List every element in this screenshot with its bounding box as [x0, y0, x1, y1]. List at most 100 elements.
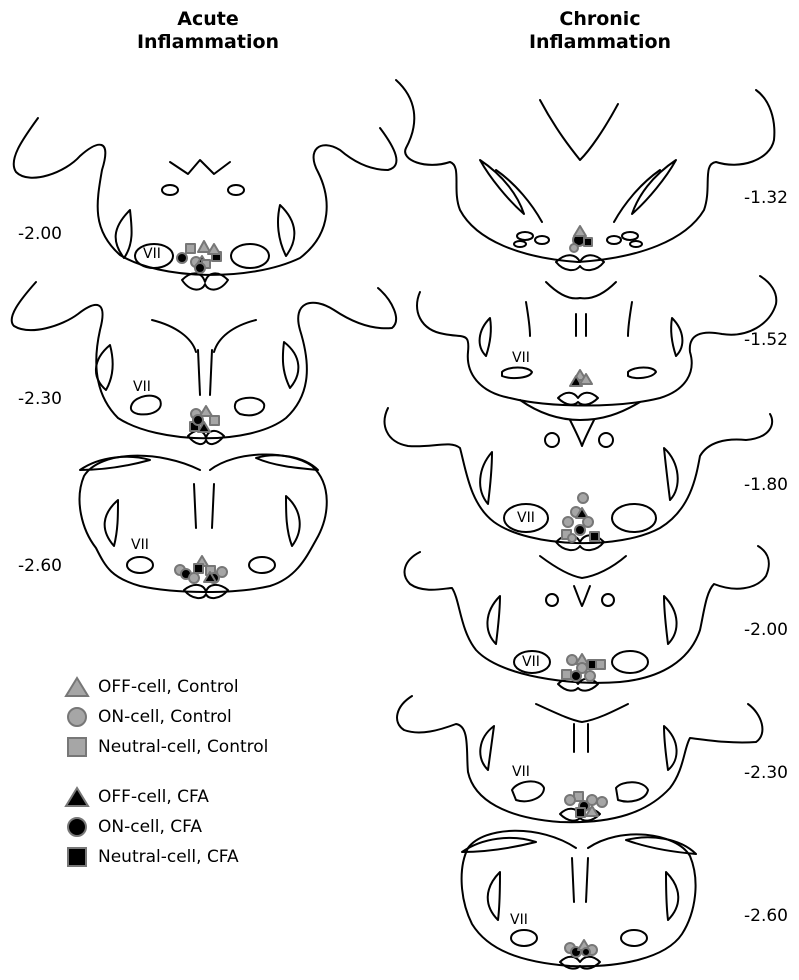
marker-on-control	[578, 493, 588, 503]
section-feature	[546, 594, 558, 606]
section-feature	[480, 452, 492, 504]
level-label-chronic: -2.60	[744, 906, 788, 926]
marker-neutral-control	[210, 416, 219, 425]
marker-off-control	[208, 244, 220, 254]
square-icon	[64, 735, 90, 759]
section-feature	[602, 594, 614, 606]
marker-neutral-cfa	[576, 808, 585, 817]
legend-label: OFF-cell, Control	[98, 672, 239, 702]
section-feature	[194, 484, 214, 528]
marker-off-control	[574, 226, 586, 236]
section-feature	[488, 872, 500, 920]
section-feature	[545, 433, 559, 447]
marker-on-control	[565, 795, 575, 805]
section-feature	[286, 496, 300, 546]
marker-neutral-control	[596, 660, 605, 669]
nucleus-vii	[616, 782, 648, 801]
nucleus-vii	[628, 368, 656, 379]
marker-on-control	[585, 671, 595, 681]
section-feature	[574, 724, 588, 752]
legend-label: ON-cell, CFA	[98, 812, 202, 842]
triangle-icon	[64, 785, 90, 809]
marker-on-cfa	[193, 415, 203, 425]
legend-label: Neutral-cell, Control	[98, 732, 268, 762]
section-feature	[572, 858, 588, 902]
section-outline	[462, 831, 696, 967]
section-feature	[576, 314, 586, 336]
legend-label: OFF-cell, CFA	[98, 782, 209, 812]
vii-label: VII	[517, 510, 535, 526]
marker-on-control	[583, 517, 593, 527]
section-feature	[514, 241, 526, 247]
section-acute-260	[80, 454, 327, 598]
circle-icon	[64, 705, 90, 729]
section-feature	[283, 342, 298, 388]
nucleus-vii	[131, 396, 161, 415]
marker-neutral-control	[562, 670, 571, 679]
marker-on-control	[597, 797, 607, 807]
vii-label: VII	[512, 350, 530, 366]
marker-on-control	[189, 573, 199, 583]
legend-label: ON-cell, Control	[98, 702, 232, 732]
section-feature	[228, 185, 244, 195]
section-feature	[607, 236, 621, 244]
marker-off-control	[198, 241, 210, 252]
section-feature	[152, 320, 256, 352]
section-chronic-152	[417, 276, 776, 406]
marker-on-cfa	[582, 948, 590, 956]
marker-on-cfa	[177, 253, 187, 263]
section-outline	[385, 408, 773, 543]
section-feature	[664, 596, 677, 644]
marker-on-cfa	[195, 263, 205, 273]
vii-label: VII	[133, 379, 151, 395]
section-feature	[622, 232, 638, 240]
marker-on-control	[570, 244, 578, 252]
circle-icon	[64, 815, 90, 839]
nucleus-vii	[511, 930, 537, 946]
vii-label: VII	[510, 912, 528, 928]
section-feature	[198, 350, 212, 395]
level-label-chronic: -2.30	[744, 763, 788, 783]
nucleus-vii	[235, 398, 264, 416]
section-feature	[517, 232, 533, 240]
section-feature	[116, 210, 132, 258]
section-feature	[664, 448, 678, 500]
section-feature	[540, 556, 626, 578]
nucleus-vii	[127, 557, 153, 573]
marker-on-control	[568, 534, 576, 542]
nucleus-vii	[502, 368, 532, 379]
section-feature	[535, 236, 549, 244]
section-feature	[540, 100, 618, 160]
section-feature	[664, 726, 677, 770]
marker-neutral-cfa	[584, 238, 592, 246]
marker-neutral-control	[186, 244, 195, 253]
section-feature	[480, 318, 491, 356]
vii-label: VII	[512, 764, 530, 780]
level-label-chronic: -1.52	[744, 330, 788, 350]
marker-off-control	[200, 406, 212, 416]
section-feature	[278, 205, 294, 256]
pyramid-lobes	[556, 255, 604, 270]
nucleus-vii	[512, 781, 544, 801]
section-feature	[162, 185, 178, 195]
nucleus-vii	[249, 557, 275, 573]
section-feature	[170, 160, 230, 174]
section-feature	[462, 838, 536, 852]
marker-on-cfa	[571, 671, 581, 681]
marker-neutral-cfa	[194, 564, 203, 573]
marker-on-control	[217, 567, 227, 577]
section-feature	[570, 420, 594, 446]
triangle-icon	[64, 675, 90, 699]
level-label-acute: -2.60	[18, 556, 62, 576]
section-feature	[546, 282, 616, 298]
nucleus-vii	[612, 651, 648, 673]
nucleus-vii	[621, 930, 647, 946]
level-label-chronic: -2.00	[744, 620, 788, 640]
square-icon	[64, 845, 90, 869]
level-label-chronic: -1.80	[744, 475, 788, 495]
marker-on-cfa	[575, 525, 585, 535]
section-feature	[526, 302, 632, 336]
marker-neutral-cfa	[590, 532, 599, 541]
vii-label: VII	[131, 537, 149, 553]
